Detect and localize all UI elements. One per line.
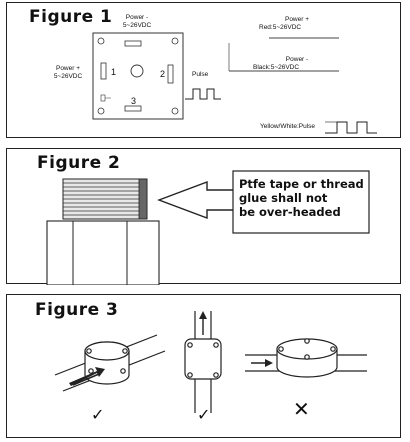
- sensor-b-vertical-install: [184, 311, 222, 413]
- figure-3-drawing: [54, 311, 367, 413]
- figure-2-panel: Figure 2 Ptfe tape or thread glue shall …: [6, 148, 401, 285]
- pad-top: [124, 40, 142, 47]
- small-component: [100, 94, 106, 102]
- pin-1-label: 1: [111, 67, 117, 77]
- cross-mark-c: ✕: [293, 399, 310, 421]
- sensor-c-horizontal-install: [245, 338, 367, 378]
- pad-2: [167, 64, 174, 84]
- hex-body: [46, 220, 160, 285]
- pulse-wire-label: Yellow/White:Pulse: [260, 123, 316, 130]
- pulse-label: Pulse: [192, 71, 209, 78]
- pad-1: [100, 62, 107, 80]
- figure-1-title: Figure 1: [29, 7, 113, 27]
- pin-3-label: 3: [131, 96, 137, 106]
- pulse-waveform: [185, 88, 221, 100]
- figure-1-drawing: [92, 32, 377, 134]
- black-wire-label: Power - Black:5~26VDC: [253, 56, 309, 71]
- note-box: [232, 170, 370, 234]
- flow-arrow-a: [69, 367, 105, 386]
- figure-1-panel: Figure 1 Power - 5~26VDC Power + 5~26VDC…: [6, 2, 401, 138]
- mounting-hole: [97, 107, 105, 115]
- figure-3-title: Figure 3: [35, 300, 119, 320]
- pad-3: [124, 105, 142, 112]
- mounting-hole: [171, 37, 179, 45]
- hall-sensor-circle: [130, 64, 144, 78]
- thread-lines: [63, 182, 147, 216]
- figure-2-drawing: [46, 170, 370, 285]
- figure-2-title: Figure 2: [37, 153, 121, 173]
- check-mark-b: ✓: [197, 407, 211, 424]
- output-pulse-waveform: [325, 121, 377, 134]
- figure-3-panel: Figure 3: [6, 294, 401, 438]
- check-mark-a: ✓: [91, 407, 105, 424]
- sensor-power-minus-label: Power - 5~26VDC: [122, 14, 152, 29]
- mounting-hole: [97, 37, 105, 45]
- ptfe-note: Ptfe tape or thread glue shall not be ov…: [239, 177, 364, 219]
- sensor-power-plus-label: Power + 5~26VDC: [53, 65, 83, 80]
- red-wire-label: Power + Red:5~26VDC: [259, 16, 310, 31]
- mounting-hole: [171, 107, 179, 115]
- tape-band: [138, 178, 148, 220]
- pin-2-label: 2: [160, 69, 166, 79]
- callout-arrow: [157, 180, 240, 220]
